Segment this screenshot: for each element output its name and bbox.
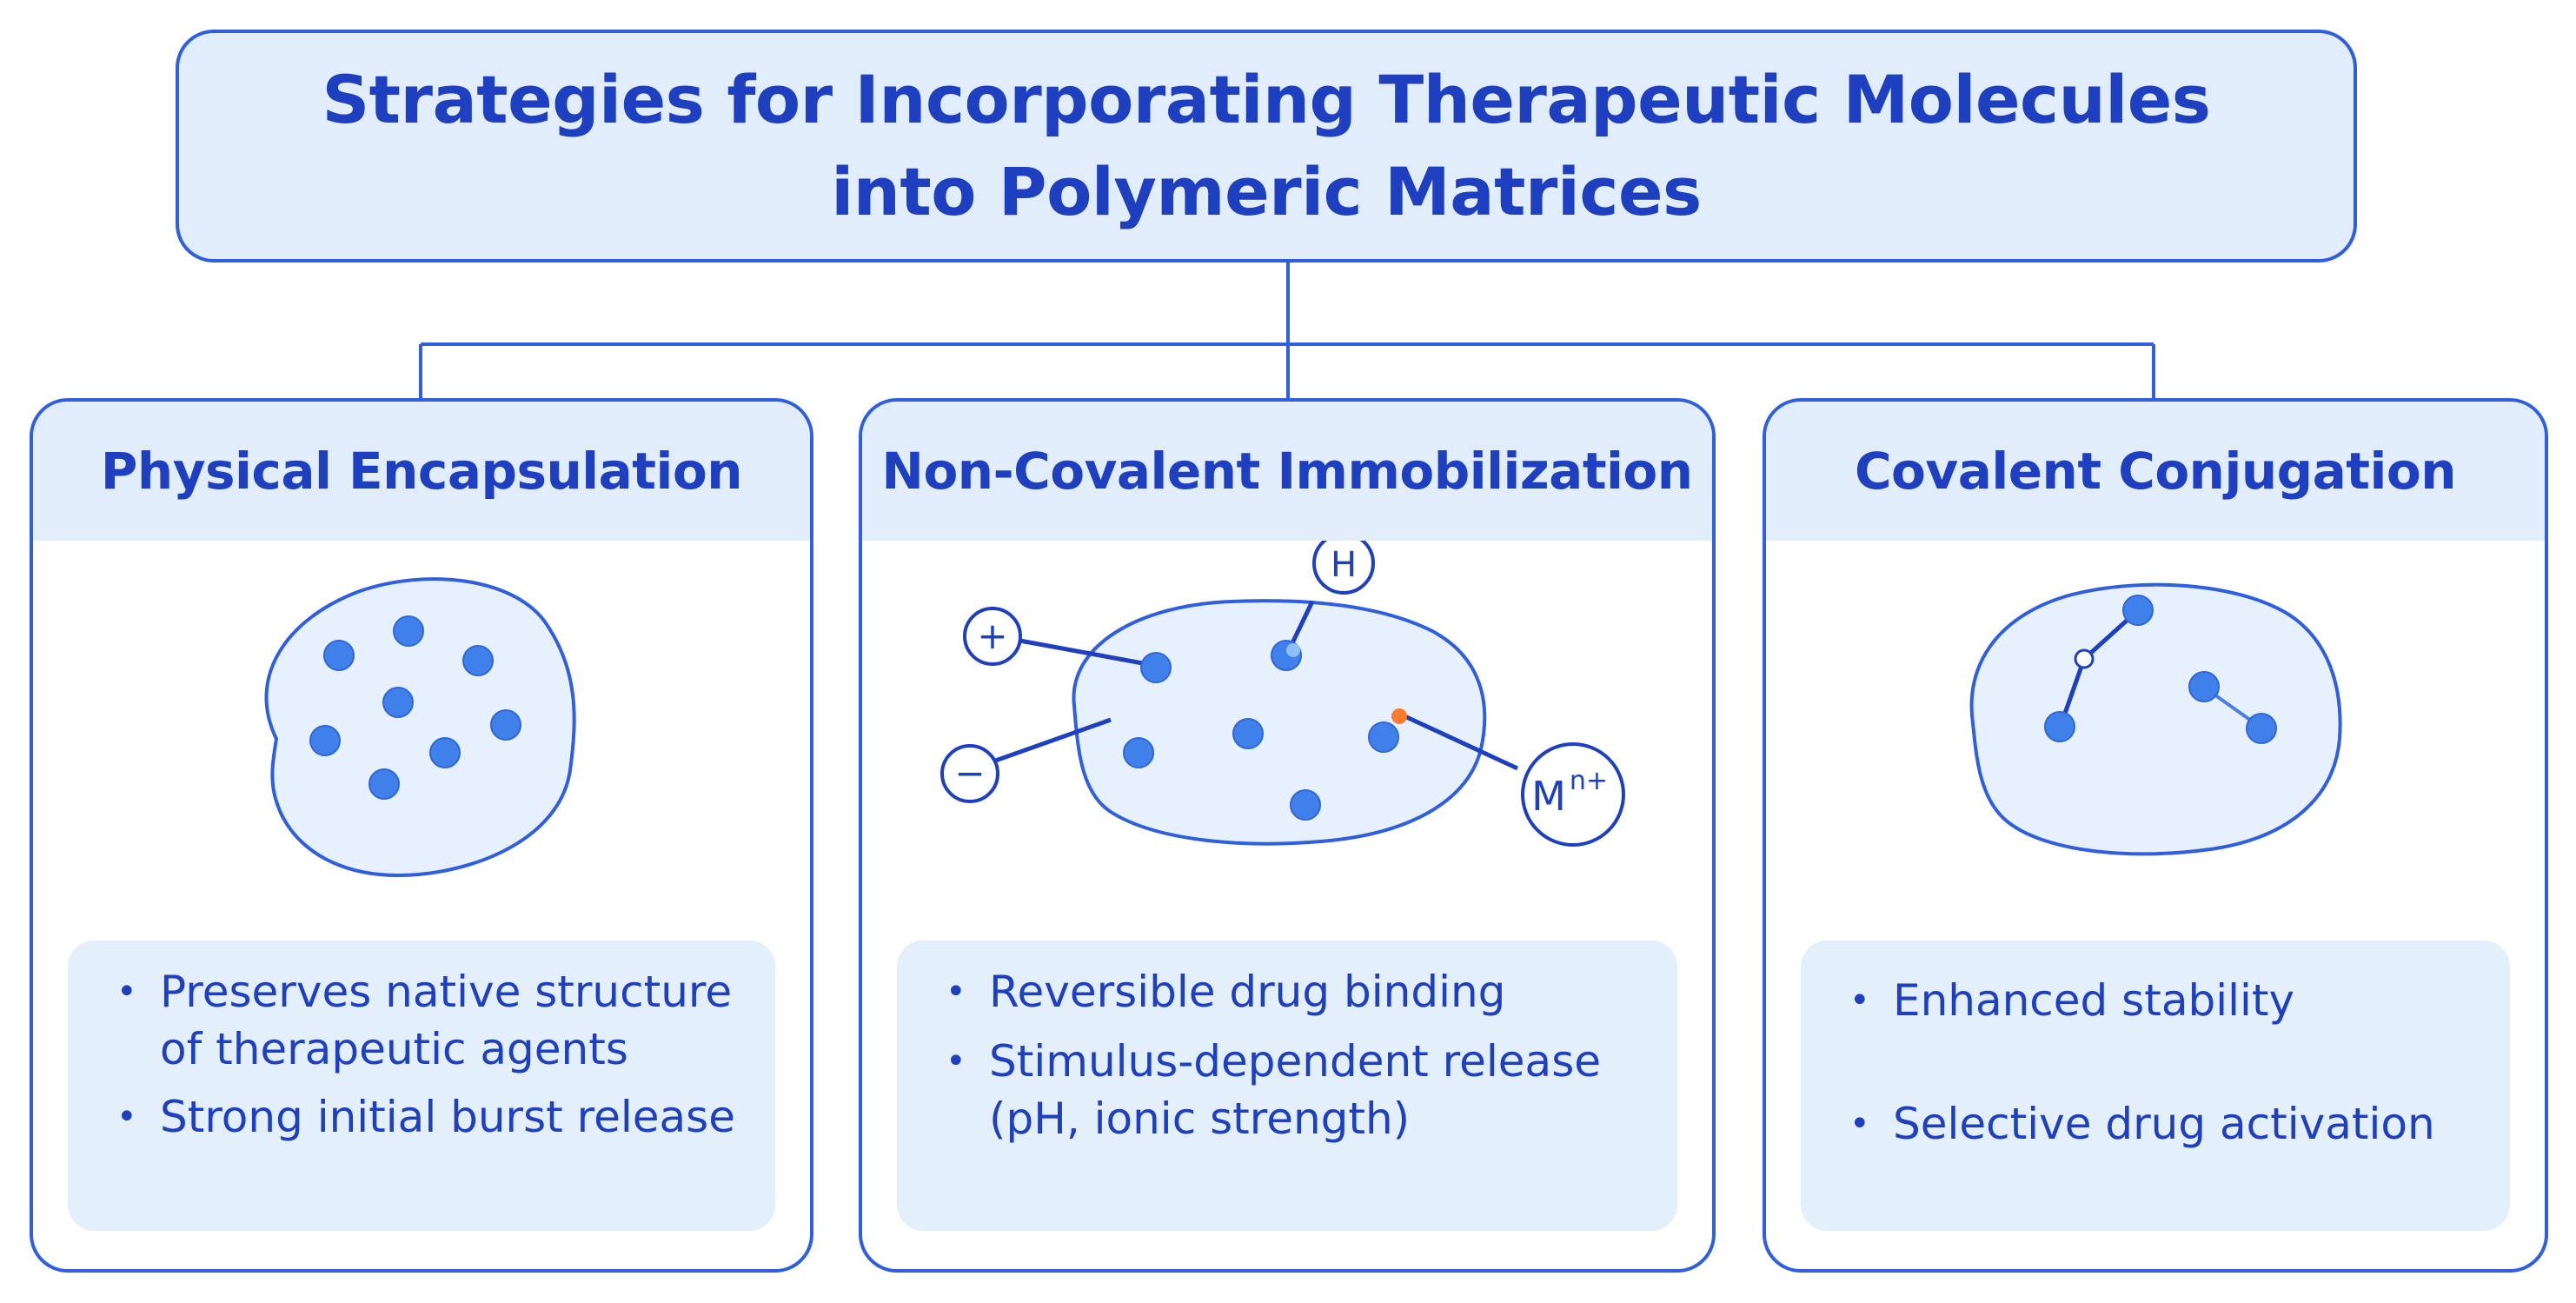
encapsulation-illustration xyxy=(264,577,576,877)
bullet-item: • Enhanced stability xyxy=(1849,972,2484,1029)
molecule-dot xyxy=(393,615,424,647)
hydrogen-label: H xyxy=(1331,545,1357,585)
molecule-dot xyxy=(490,709,521,741)
polymer-matrix-blob xyxy=(1072,599,1487,846)
molecule-dot xyxy=(382,687,414,718)
coordination-bond-line xyxy=(1399,712,1519,771)
bullet-item: • Reversible drug binding xyxy=(946,963,1651,1020)
linker-node xyxy=(2074,648,2095,669)
panel-header: Physical Encapsulation xyxy=(33,402,810,541)
plus-label: + xyxy=(977,615,1007,657)
bullet-item: • Selective drug activation xyxy=(1849,1095,2484,1153)
molecule-dot xyxy=(309,725,341,756)
bullet-item: • Strong initial burst release xyxy=(116,1088,749,1146)
diagram-title-line-1: Strategies for Incorporating Therapeutic… xyxy=(322,61,2211,138)
non-covalent-illustration: + − H M n+ xyxy=(940,541,1625,847)
bullet-text: Selective drug activation xyxy=(1893,1099,2435,1149)
bullet-marker: • xyxy=(116,1097,137,1137)
bullet-item: • Stimulus-dependent release (pH, ionic … xyxy=(946,1033,1651,1147)
bullet-text: Preserves native structure of therapeuti… xyxy=(160,967,733,1074)
minus-charge-icon: − xyxy=(940,744,999,803)
molecule-dot xyxy=(2188,671,2220,702)
hydrogen-site-dot xyxy=(1286,643,1300,657)
metal-label: M xyxy=(1531,773,1566,820)
panel-title: Non-Covalent Immobilization xyxy=(881,442,1693,501)
bullet-list: • Preserves native structure of therapeu… xyxy=(68,941,775,1231)
panel-physical-encapsulation: Physical Encapsulation • Preserves nativ… xyxy=(30,398,813,1273)
bullet-marker: • xyxy=(1849,981,1870,1020)
diagram-title-line-2: into Polymeric Matrices xyxy=(831,153,1702,230)
panel-covalent-conjugation: Covalent Conjugation • Enhanced stabilit… xyxy=(1763,398,2548,1273)
bullet-text: Enhanced stability xyxy=(1893,975,2295,1026)
panel-title: Physical Encapsulation xyxy=(100,442,743,501)
bullet-text: Strong initial burst release xyxy=(160,1092,735,1142)
diagram-title-box: Strategies for Incorporating Therapeutic… xyxy=(176,30,2357,263)
bullet-marker: • xyxy=(946,972,966,1012)
molecule-dot xyxy=(323,640,355,671)
bullet-text: Stimulus-dependent release (pH, ionic st… xyxy=(989,1036,1602,1144)
molecule-dot xyxy=(2246,713,2277,744)
plus-charge-icon: + xyxy=(963,607,1022,666)
molecule-dot xyxy=(1290,789,1321,821)
panel-non-covalent-immobilization: Non-Covalent Immobilization + − xyxy=(859,398,1716,1273)
molecule-dot xyxy=(429,737,461,768)
covalent-illustration xyxy=(1969,582,2342,856)
molecule-dot xyxy=(1123,737,1154,768)
bullet-text: Reversible drug binding xyxy=(989,967,1506,1017)
molecule-dot xyxy=(1232,718,1264,749)
molecule-dot xyxy=(2044,711,2075,742)
hydrogen-bond-line xyxy=(1287,600,1315,650)
molecule-dot xyxy=(2122,595,2154,626)
panel-title: Covalent Conjugation xyxy=(1854,442,2457,501)
bullet-marker: • xyxy=(116,972,137,1012)
molecule-dot xyxy=(1140,652,1172,683)
hydrogen-icon: H xyxy=(1312,541,1375,595)
bullet-list: • Enhanced stability • Selective drug ac… xyxy=(1801,941,2510,1231)
metal-charge-label: n+ xyxy=(1570,766,1608,796)
bullet-marker: • xyxy=(946,1041,966,1081)
panel-header: Non-Covalent Immobilization xyxy=(862,402,1712,541)
ionic-bond-line xyxy=(1014,637,1148,667)
panel-header: Covalent Conjugation xyxy=(1766,402,2545,541)
bullet-list: • Reversible drug binding • Stimulus-dep… xyxy=(897,941,1677,1231)
metal-site-dot xyxy=(1391,708,1407,724)
metal-ion-icon: M n+ xyxy=(1521,742,1625,847)
molecule-dot xyxy=(1368,721,1399,753)
molecule-dot xyxy=(462,645,494,676)
molecule-dot xyxy=(368,768,400,800)
bullet-marker: • xyxy=(1849,1104,1870,1144)
minus-label: − xyxy=(954,752,985,794)
polymer-matrix-blob xyxy=(1969,582,2342,856)
bullet-item: • Preserves native structure of therapeu… xyxy=(116,963,749,1078)
